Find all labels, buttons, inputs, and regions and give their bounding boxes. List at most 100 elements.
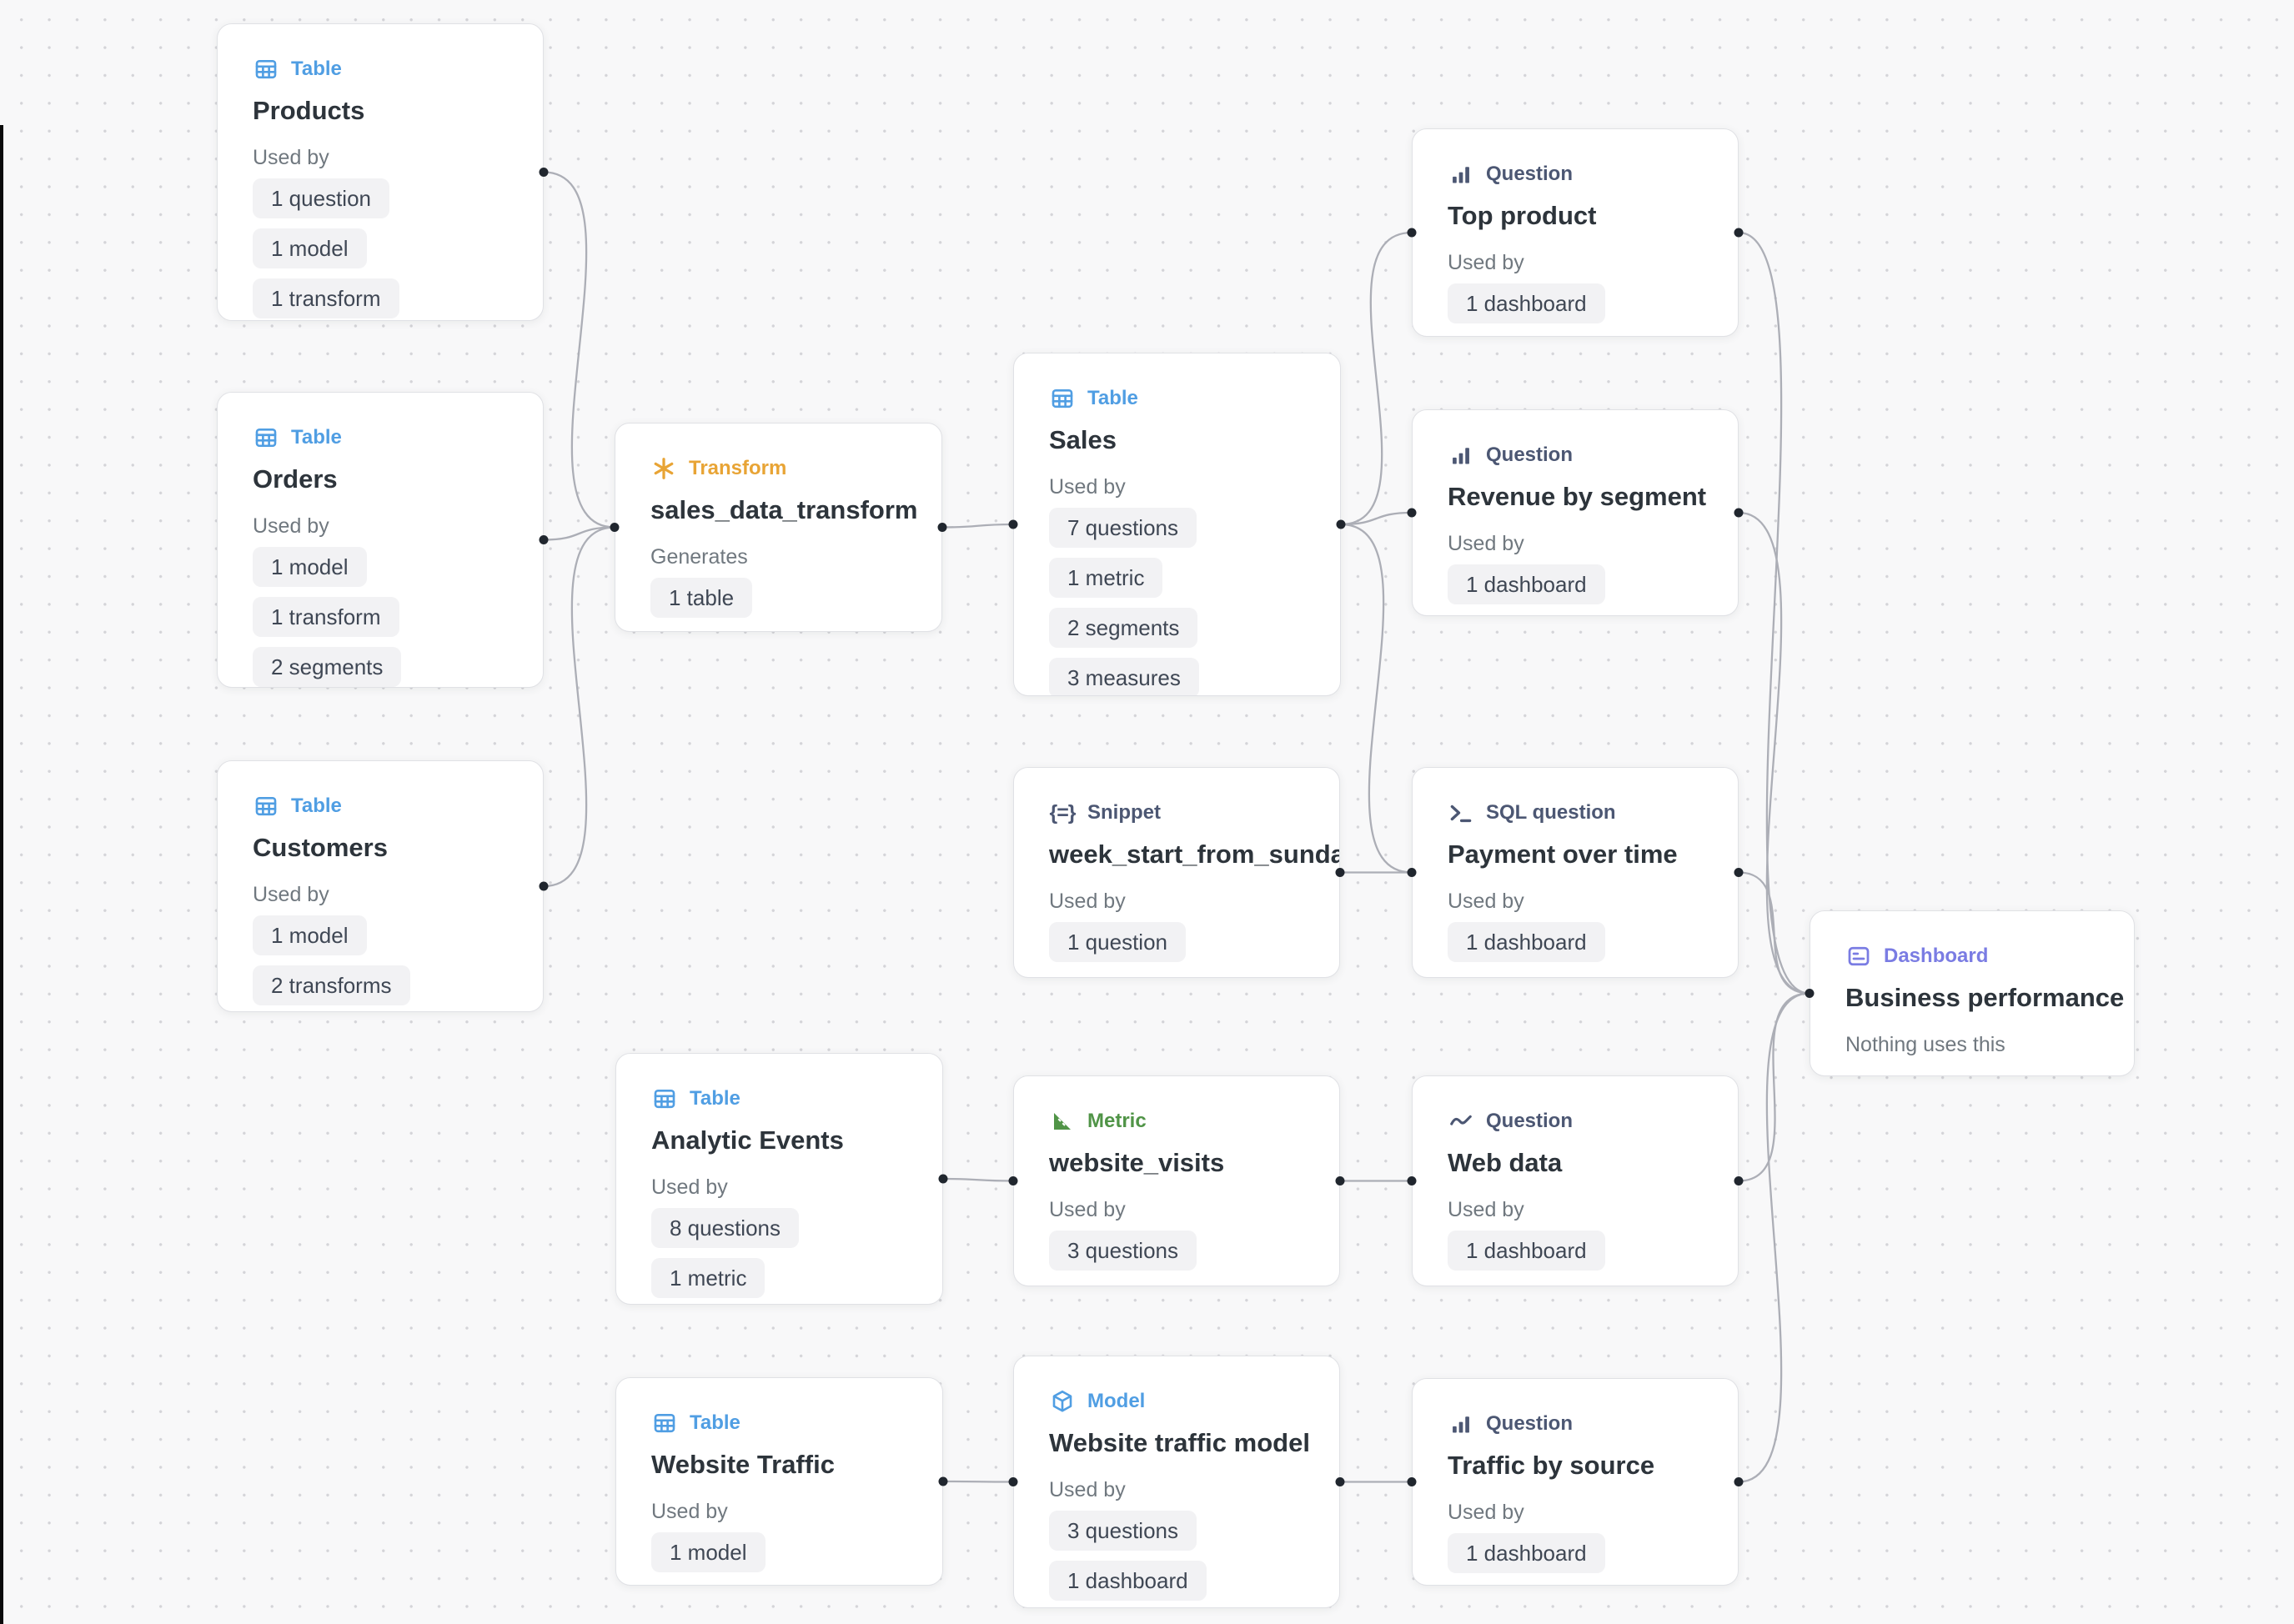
dashboard-icon [1845, 943, 1872, 970]
node-type-row: {=}Snippet [1049, 799, 1304, 826]
node-type-label: Table [690, 1411, 740, 1435]
node-section-label: Nothing uses this [1845, 1035, 2099, 1055]
node-card-snippet[interactable]: {=}Snippetweek_start_from_sundayUsed by1… [1013, 767, 1340, 978]
canvas-left-border [0, 125, 3, 1624]
node-title: Customers [253, 833, 508, 863]
node-card-analytic_events[interactable]: TableAnalytic EventsUsed by8 questions1 … [615, 1053, 943, 1305]
node-title: Traffic by source [1448, 1451, 1703, 1481]
node-title: sales_data_transform [650, 495, 906, 525]
node-type-label: Table [1087, 387, 1138, 410]
node-title: Orders [253, 464, 508, 494]
usage-pill: 1 model [253, 547, 367, 587]
node-section-label: Used by [1448, 253, 1703, 273]
usage-pill-list: 7 questions1 metric2 segments3 measures [1049, 508, 1305, 696]
usage-pill-list: 1 dashboard [1448, 1231, 1703, 1271]
node-type-row: Table [1049, 385, 1305, 412]
usage-pill: 1 question [1049, 922, 1186, 962]
usage-pill-list: 1 model 1 transform 2 segments [253, 547, 508, 687]
node-card-dashboard[interactable]: DashboardBusiness performanceNothing use… [1810, 910, 2135, 1076]
usage-pill: 1 dashboard [1448, 1231, 1605, 1271]
usage-pill: 1 metric [1049, 558, 1162, 598]
usage-pill-list: 1 dashboard [1448, 564, 1703, 604]
node-section-label: Used by [1448, 1200, 1703, 1221]
node-type-row: Table [651, 1085, 907, 1112]
node-section-label: Used by [253, 885, 508, 905]
node-card-orders[interactable]: TableOrdersUsed by1 model1 transform2 se… [217, 392, 544, 688]
node-type-row: Question [1448, 1411, 1703, 1437]
node-card-traffic_by_source[interactable]: QuestionTraffic by sourceUsed by 1 dashbo… [1412, 1378, 1739, 1586]
usage-pill: 3 questions [1049, 1231, 1197, 1271]
usage-pill: 3 questions [1049, 1511, 1197, 1551]
usage-pill: 7 questions [1049, 508, 1197, 548]
usage-pill: 1 metric [651, 1258, 765, 1298]
node-section-label: Used by [1448, 1502, 1703, 1523]
node-type-row: Question [1448, 1108, 1703, 1135]
node-card-products[interactable]: TableProductsUsed by1 question1 model1 t… [217, 23, 544, 321]
usage-pill-list: 1 dashboard [1448, 283, 1703, 323]
node-card-web_data[interactable]: QuestionWeb dataUsed by 1 dashboard [1412, 1075, 1739, 1286]
transform-icon [650, 455, 677, 482]
node-type-label: Question [1486, 163, 1573, 186]
usage-pill: 1 transform [253, 278, 399, 318]
node-title: week_start_from_sunday [1049, 840, 1304, 870]
node-section-label: Used by [651, 1501, 907, 1522]
node-type-row: Model [1049, 1388, 1304, 1415]
node-title: Website Traffic [651, 1450, 907, 1480]
usage-pill: 2 transforms [253, 965, 410, 1005]
node-title: Business performance [1845, 983, 2099, 1013]
metric-icon [1049, 1108, 1076, 1135]
model-icon [1049, 1388, 1076, 1415]
usage-pill: 1 dashboard [1448, 922, 1605, 962]
node-section-label: Used by [1049, 1480, 1304, 1501]
node-type-row: Metric [1049, 1108, 1304, 1135]
node-type-label: Metric [1087, 1110, 1147, 1133]
usage-pill: 2 segments [1049, 608, 1197, 648]
node-title: Website traffic model [1049, 1428, 1304, 1458]
usage-pill: 1 transform [253, 597, 399, 637]
node-card-website_visits[interactable]: Metricwebsite_visitsUsed by3 questions [1013, 1075, 1340, 1286]
node-card-model[interactable]: ModelWebsite traffic modelUsed by 3 quest… [1013, 1356, 1340, 1608]
usage-pill-list: 1 model [651, 1532, 907, 1572]
node-type-label: Dashboard [1884, 945, 1988, 968]
node-card-sales[interactable]: TableSalesUsed by7 questions1 metric2 se… [1013, 353, 1341, 696]
node-title: Web data [1448, 1148, 1703, 1178]
node-title: Analytic Events [651, 1125, 907, 1155]
usage-pill: 2 segments [253, 647, 401, 687]
sql-icon [1448, 799, 1474, 826]
usage-pill: 1 dashboard [1448, 1533, 1605, 1573]
node-type-label: Question [1486, 1110, 1573, 1133]
node-type-row: Table [253, 793, 508, 820]
table-icon [253, 793, 279, 820]
node-type-row: Table [253, 424, 508, 451]
node-section-label: Generates [650, 547, 906, 568]
usage-pill-list: 3 questions [1049, 1231, 1304, 1271]
node-type-label: Transform [689, 457, 786, 480]
node-section-label: Used by [253, 148, 508, 168]
usage-pill: 1 table [650, 578, 752, 618]
node-title: Sales [1049, 425, 1305, 455]
usage-pill-list: 3 questions1 dashboard [1049, 1511, 1304, 1601]
usage-pill: 1 model [651, 1532, 766, 1572]
node-type-row: Table [253, 56, 508, 83]
node-type-label: Question [1486, 444, 1573, 467]
node-card-website_traffic[interactable]: TableWebsite TrafficUsed by 1 model [615, 1377, 943, 1586]
usage-pill-list: 1 dashboard [1448, 1533, 1703, 1573]
node-card-transform[interactable]: Transform sales_data_transformGenerates 1 … [615, 423, 942, 632]
node-type-row: SQL question [1448, 799, 1703, 826]
table-icon [651, 1410, 678, 1436]
node-card-revenue[interactable]: QuestionRevenue by segmentUsed by1 dashb… [1412, 409, 1739, 616]
node-type-row: Transform [650, 455, 906, 482]
table-icon [1049, 385, 1076, 412]
usage-pill: 1 model [253, 228, 367, 268]
node-type-label: Question [1486, 1412, 1573, 1436]
usage-pill-list: 1 model2 transforms [253, 915, 508, 1005]
usage-pill: 1 question [253, 178, 389, 218]
node-card-top_product[interactable]: QuestionTop productUsed by1 dashboard [1412, 128, 1739, 337]
node-type-label: Table [291, 426, 342, 449]
usage-pill: 1 dashboard [1448, 283, 1605, 323]
node-card-payment[interactable]: SQL questionPayment over timeUsed by1 da… [1412, 767, 1739, 978]
line-chart-icon [1448, 1108, 1474, 1135]
table-icon [651, 1085, 678, 1112]
node-card-customers[interactable]: TableCustomersUsed by 1 model2 transforms [217, 760, 544, 1012]
